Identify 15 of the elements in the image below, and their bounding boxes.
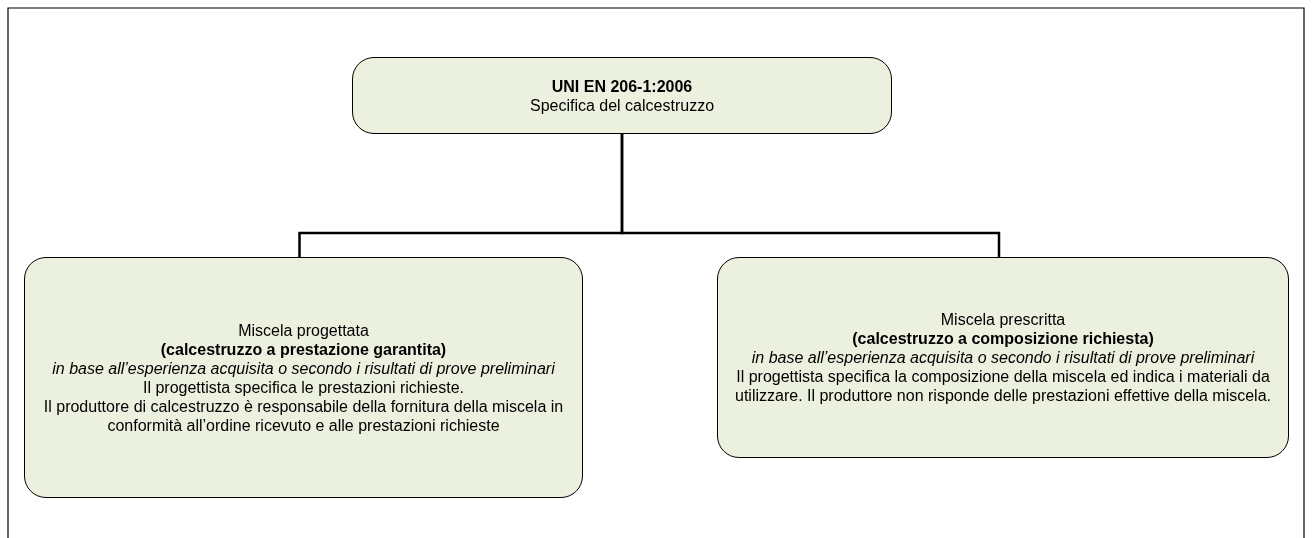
box-heading: Miscela prescritta: [940, 310, 1066, 329]
box-heading: Miscela progettata: [238, 320, 369, 340]
box-text: Il produttore di calcestruzzo è responsabile della fornitura della miscela in conformità all’ordine ricevuto e alle prestazioni richieste: [42, 396, 565, 435]
connector-line: [620, 134, 1001, 257]
box-text: Specifica del calcestruzzo: [529, 95, 715, 115]
rounded-box: [717, 257, 1289, 458]
box-text: in base all’esperienza acquisita o secondo i risultati di prove preliminari: [751, 348, 1255, 367]
rounded-box: [24, 257, 583, 498]
box-text: in base all’esperienza acquisita o secondo i risultati di prove preliminari: [52, 358, 555, 378]
rounded-box: [352, 57, 892, 134]
box-heading: UNI EN 206-1:2006: [551, 76, 693, 96]
box-text: Il progettista specifica le prestazioni richieste.: [142, 377, 464, 397]
box-text: (calcestruzzo a prestazione garantita): [160, 339, 447, 359]
box-text: Il progettista specifica la composizione della miscela ed indica i materiali da utilizzare. Il produttore non risponde delle prestazioni effettive della miscela.: [734, 367, 1272, 405]
box-text: (calcestruzzo a composizione richiesta): [852, 329, 1154, 348]
